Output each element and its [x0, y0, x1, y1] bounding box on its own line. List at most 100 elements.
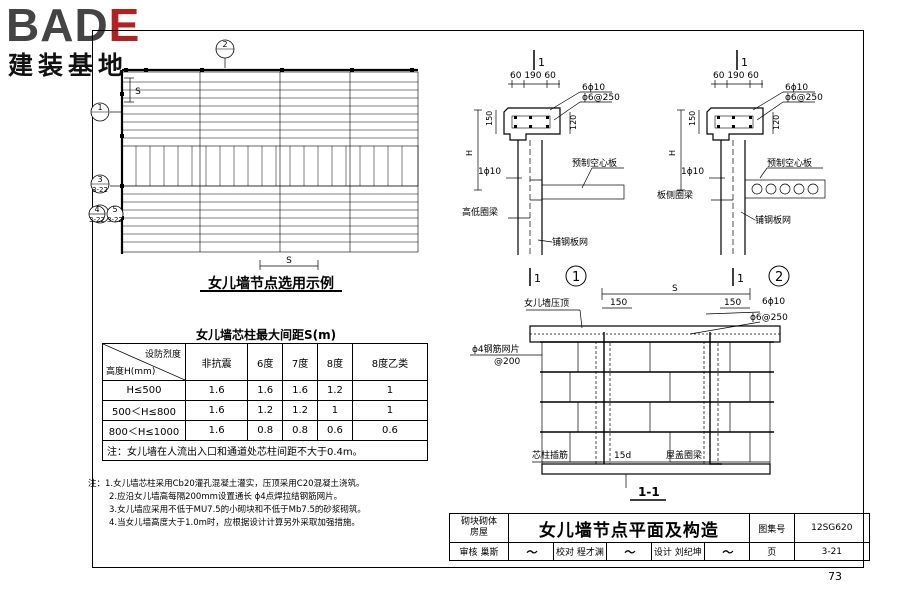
row-label: H≤500	[102, 380, 186, 401]
rebar-label: 1ϕ10	[478, 167, 501, 177]
dim-150: 150	[610, 298, 627, 308]
plan-title: 女儿墙节点选用示例	[208, 276, 334, 292]
table-cell: 1.6	[247, 380, 284, 401]
dim-text: 60 190 60	[713, 71, 759, 81]
drawing-title: 女儿墙节点平面及构造	[508, 513, 750, 543]
callout-num: 5	[112, 205, 117, 214]
callout-num: 2	[222, 40, 227, 49]
table-cell: 1.6	[282, 380, 318, 401]
brand-logo-subtitle: 建装基地	[8, 51, 129, 80]
dim-s-label: S	[286, 256, 292, 266]
detail-2-drawing: 1 60 190 60 6ϕ10 ϕ6@250 150 120 H 1ϕ10 预…	[657, 50, 826, 287]
title-underline	[200, 290, 342, 292]
beam-label: 板侧圈梁	[657, 189, 693, 201]
table-cell: 0.6	[351, 420, 429, 441]
table-row: 500＜H≤800 1.6 1.2 1.2 1 1	[102, 400, 429, 421]
dim-150: 150	[485, 111, 494, 126]
table-cell: 0.8	[247, 420, 284, 441]
diagonal-line	[103, 344, 185, 380]
detail-1-drawing: 1 60 190 60 6ϕ10 ϕ6@250 150 120 H 1ϕ10 预…	[462, 50, 625, 287]
category-cell: 砌块砌体 房屋	[449, 513, 509, 543]
design-label: 设计 刘纪坤	[650, 542, 705, 561]
dim-120: 120	[772, 115, 781, 130]
dim-text: 60 190 60	[510, 71, 556, 81]
check-label: 校对 程才渊	[553, 542, 607, 561]
table-cell: 0.6	[317, 420, 353, 441]
dim-s-label: S	[135, 87, 141, 97]
callout-num: 4	[94, 205, 99, 214]
table-note: 注：女儿墙在人流出入口和通道处芯柱间距不大于0.4m。	[102, 440, 428, 461]
page-code: 3-21	[793, 542, 870, 561]
slab-label: 预制空心板	[767, 157, 812, 169]
atlas-label: 图集号	[748, 513, 795, 543]
section-mark: 1	[534, 272, 541, 285]
section-1-1-drawing: S 150 150 6ϕ10 ϕ6@250 女儿墙压顶 ϕ4钢筋网片 @200 …	[470, 284, 788, 501]
table-cell: 1.6	[184, 400, 249, 421]
beam-label: 高低圈梁	[462, 206, 498, 218]
reviewer-signature: 〜	[508, 542, 554, 561]
detail-circle-num: 2	[775, 270, 783, 285]
note-line: 2.应沿女儿墙高每隔200mm设置通长 ϕ4点焊拉结钢筋网片。	[109, 492, 343, 502]
table-cell: 1	[351, 380, 429, 401]
table-cell: 1	[317, 400, 353, 421]
rebar-label: 6ϕ10	[785, 83, 808, 93]
dim-150: 150	[724, 298, 741, 308]
callout-num: 1	[97, 103, 102, 112]
mesh-label: ϕ4钢筋网片	[472, 343, 520, 355]
table-header-cell: 8度乙类	[351, 343, 429, 381]
note-line: 4.当女儿墙高度大于1.0m时，应根据设计计算另外采取加强措施。	[109, 518, 360, 528]
note-line: 3.女儿墙应采用不低于MU7.5的小砌块和不低于Mb7.5的砂浆砌筑。	[109, 505, 366, 515]
atlas-number: 12SG620	[793, 513, 870, 543]
designer-signature: 〜	[703, 542, 750, 561]
section-mark: 1	[741, 56, 748, 69]
table-title: 女儿墙芯柱最大间距S(m)	[196, 328, 337, 342]
table-header-cell: 8度	[317, 343, 353, 381]
table-diagonal-header: 设防烈度 高度H(mm)	[102, 343, 186, 381]
mesh-label: 铺钢板网	[552, 236, 588, 248]
callout-ref: 3-22	[89, 216, 105, 224]
table-header-row: 设防烈度 高度H(mm) 非抗震 6度 7度 8度 8度乙类	[102, 343, 429, 381]
review-label: 审核 巢斯	[449, 542, 509, 561]
table-cell: 1.2	[282, 400, 318, 421]
dim-h: H	[668, 150, 677, 156]
slab-label: 预制空心板	[572, 157, 617, 169]
dim-150: 150	[688, 111, 697, 126]
table-header-cell: 6度	[247, 343, 284, 381]
rebar-label: 1ϕ10	[681, 167, 704, 177]
row-label: 800＜H≤1000	[102, 420, 186, 441]
section-mark: 1	[737, 272, 744, 285]
parapet-plan-drawing: 2 1 3 3-22 4 3-22 5 3-22 S S	[88, 39, 419, 270]
stirrup-label: ϕ6@250	[785, 93, 823, 103]
section-title: 1-1	[638, 485, 660, 499]
table-cell: 0.8	[282, 420, 318, 441]
page-number: 73	[828, 570, 842, 583]
table-cell: 1	[351, 400, 429, 421]
note-line: 注：1.女儿墙芯柱采用Cb20灌孔混凝土灌实，压顶采用C20混凝土浇筑。	[88, 479, 365, 489]
page-label: 页	[748, 542, 795, 561]
rebar-label: 6ϕ10	[582, 83, 605, 93]
dim-120: 120	[569, 115, 578, 130]
row-label: 500＜H≤800	[102, 400, 186, 421]
dim-s: S	[672, 284, 678, 294]
section-mark: 1	[538, 56, 545, 69]
title-block: 砌块砌体 房屋 女儿墙节点平面及构造 图集号 12SG620 审核 巢斯 〜 校…	[449, 513, 870, 561]
coping-label: 女儿墙压顶	[524, 297, 569, 309]
dim-h: H	[465, 150, 474, 156]
callout-num: 3	[97, 175, 102, 184]
callout-ref: 3-22	[107, 216, 123, 224]
table-cell: 1.6	[184, 420, 249, 441]
mesh-spacing: @200	[494, 357, 520, 367]
dowel-label: 芯柱插筋	[532, 449, 568, 461]
table-header-cell: 非抗震	[184, 343, 249, 381]
table-cell: 1.6	[184, 380, 249, 401]
table-cell: 1.2	[317, 380, 353, 401]
callout-ref: 3-22	[92, 186, 108, 194]
stirrup-label: ϕ6@250	[750, 313, 788, 323]
ring-beam-label: 屋盖圈梁	[666, 449, 702, 461]
rebar-label: 6ϕ10	[762, 297, 785, 307]
anchor-label: 15d	[614, 451, 631, 461]
table-row: H≤500 1.6 1.6 1.6 1.2 1	[102, 380, 429, 401]
table-row: 800＜H≤1000 1.6 0.8 0.8 0.6 0.6	[102, 420, 429, 441]
stirrup-label: ϕ6@250	[582, 93, 620, 103]
table-cell: 1.2	[247, 400, 284, 421]
